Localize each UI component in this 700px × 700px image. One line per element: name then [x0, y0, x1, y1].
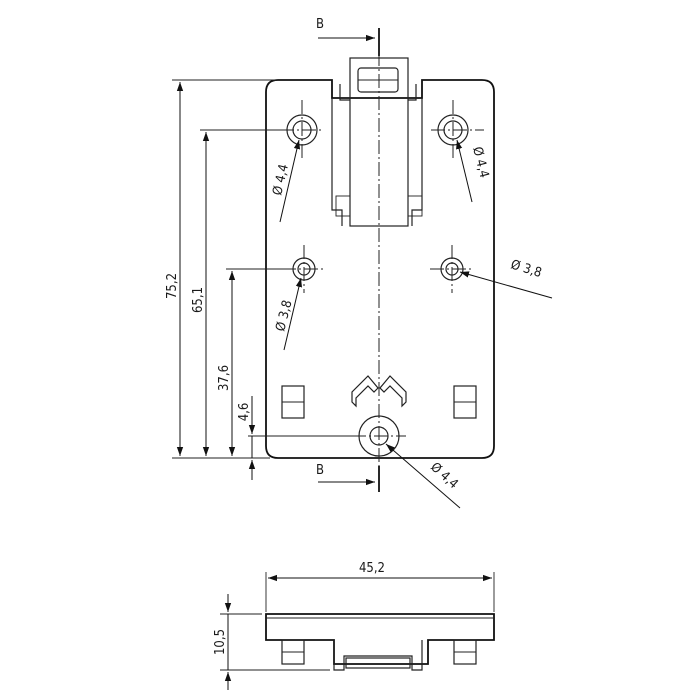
dimension-side-height-label: 10,5 [213, 629, 228, 655]
callout-bottom-center-label: Ø 4,4 [427, 460, 460, 492]
hole-upper-left [280, 100, 324, 160]
dimension-height-upper-holes-label: 65,1 [191, 287, 206, 313]
spring-clip [331, 57, 423, 227]
dimension-height-middle-holes-label: 37,6 [217, 365, 232, 391]
callout-bottom-center: Ø 4,4 [385, 443, 461, 509]
dimension-height-middle-holes: 37,6 [217, 271, 236, 456]
callout-upper-right: Ø 4,4 [456, 139, 491, 203]
side-notches [281, 385, 477, 419]
dimension-width-overall-label: 45,2 [359, 561, 385, 576]
callout-upper-left: Ø 4,4 [270, 139, 301, 223]
callout-upper-right-label: Ø 4,4 [469, 145, 491, 179]
callout-middle-left: Ø 3,8 [273, 277, 302, 351]
front-view: B B [165, 17, 553, 509]
dimension-width-overall: 45,2 [268, 561, 492, 582]
hole-middle-right [430, 245, 474, 293]
section-marker-bottom: B [316, 463, 380, 492]
side-view: 45,2 10,5 [213, 561, 495, 690]
dimension-height-upper-holes: 65,1 [191, 132, 210, 456]
dimension-height-overall-label: 75,2 [165, 273, 180, 299]
section-marker-bottom-label: B [316, 463, 324, 478]
dimension-height-bottom-hole: 4,6 [237, 396, 256, 480]
callout-middle-left-label: Ø 3,8 [273, 299, 295, 333]
callout-upper-left-label: Ø 4,4 [270, 163, 292, 197]
callout-middle-right-label: Ø 3,8 [509, 257, 544, 281]
plate-outline [265, 79, 495, 459]
orientation-chevron-icon [351, 375, 407, 408]
hole-upper-right [431, 100, 484, 160]
dimension-height-overall: 75,2 [165, 82, 184, 456]
dimension-side-height: 10,5 [213, 594, 232, 690]
extension-lines [172, 79, 360, 459]
section-marker-top-label: B [316, 17, 324, 32]
callout-middle-right: Ø 3,8 [459, 257, 553, 299]
dimension-height-bottom-hole-label: 4,6 [237, 403, 252, 422]
section-marker-top: B [316, 17, 380, 56]
